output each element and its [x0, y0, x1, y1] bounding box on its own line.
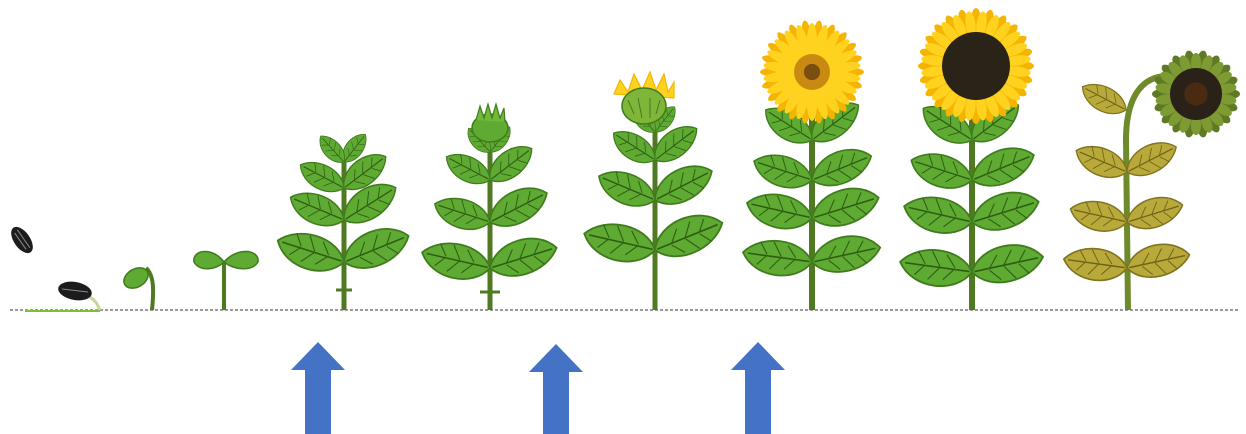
stage-wilting-flower: [1061, 50, 1240, 310]
stage-blooming-flower: [740, 20, 883, 310]
flower-center-core: [804, 64, 820, 80]
arrow-blooming-flower: [731, 342, 785, 434]
stage-sprout: [120, 264, 153, 310]
stage-seed: [7, 223, 37, 257]
stage-budding-plant: [418, 104, 561, 310]
stage-mature-flower: [897, 8, 1046, 310]
stage-young-plant: [272, 129, 415, 310]
flower-center-core: [1184, 82, 1207, 105]
stage-flower-opening: [580, 72, 729, 310]
flower-center: [942, 32, 1010, 100]
stage-seedling: [194, 251, 258, 310]
arrow-flower-opening: [529, 344, 583, 434]
arrow-young-plant: [291, 342, 345, 434]
stage-germinating-seed: [57, 279, 100, 310]
